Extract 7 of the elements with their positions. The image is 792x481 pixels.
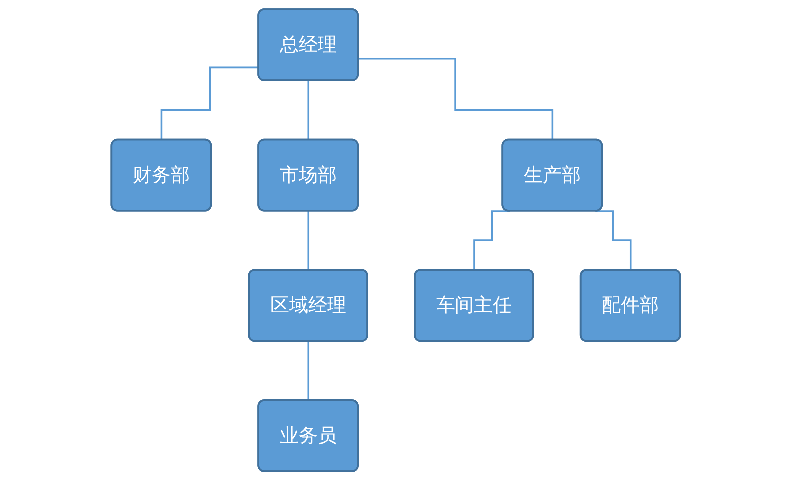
connector [474, 210, 510, 272]
connector [308, 210, 310, 272]
connector [160, 66, 260, 142]
connector [308, 80, 310, 142]
connector [358, 58, 554, 142]
connector [596, 210, 632, 272]
connector [308, 340, 310, 402]
